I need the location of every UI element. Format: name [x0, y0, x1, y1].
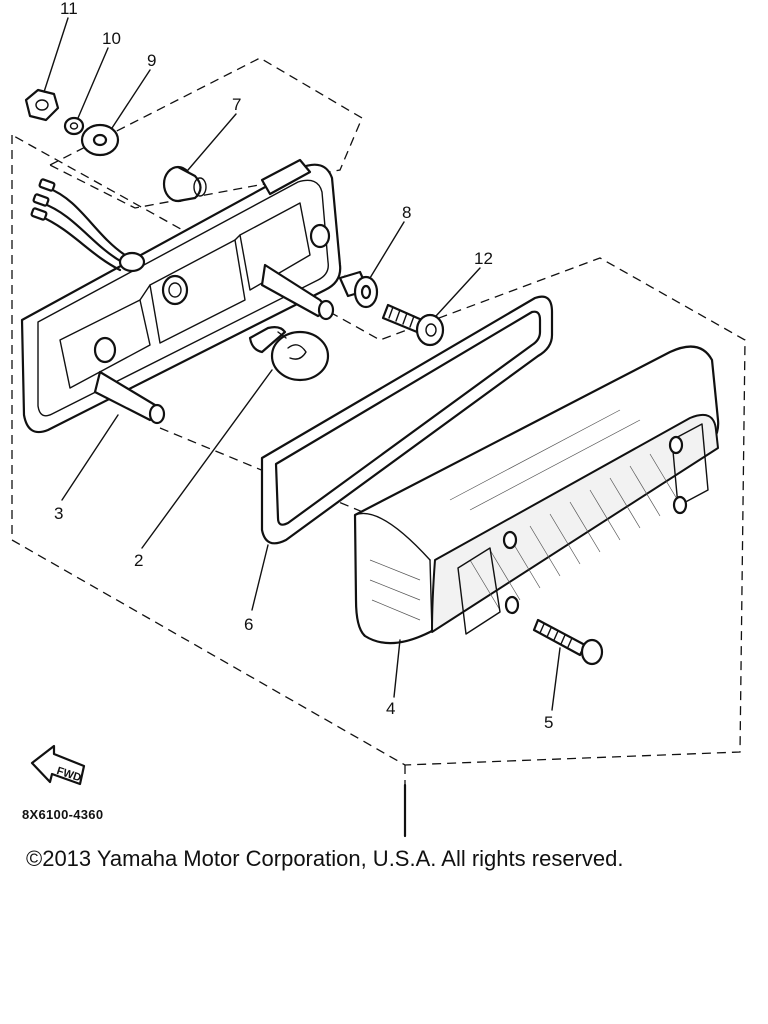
nut-part-11 [24, 88, 60, 122]
callout-4: 4 [386, 699, 395, 718]
lamp-housing-part-3 [20, 158, 342, 434]
bulb-part-2 [248, 326, 330, 382]
callout-3: 3 [54, 504, 63, 523]
part-diagram-code: 8X6100-4360 [22, 807, 104, 822]
callout-5: 5 [544, 713, 553, 732]
callout-10: 10 [102, 29, 121, 48]
callout-2: 2 [134, 551, 143, 570]
screw-part-5 [532, 618, 604, 666]
gasket-part-6 [260, 295, 554, 545]
callout-11: 11 [60, 0, 78, 18]
callout-labels: 11 10 9 7 8 12 3 2 6 4 5 [54, 0, 553, 732]
screw-part-12 [381, 303, 445, 347]
lens-part-4 [353, 345, 720, 645]
callout-9: 9 [147, 51, 156, 70]
flat-washer-part-9 [80, 123, 120, 157]
exploded-parts-diagram: 11 10 9 7 8 12 3 2 6 4 5 FWD [11, 0, 746, 838]
callout-8: 8 [402, 203, 411, 222]
lock-washer-part-10 [63, 116, 85, 136]
copyright-notice: ©2013 Yamaha Motor Corporation, U.S.A. A… [26, 846, 624, 871]
wiring-harness [30, 178, 146, 273]
callout-12: 12 [474, 249, 493, 268]
callout-7: 7 [232, 95, 241, 114]
forward-direction-arrow: FWD [30, 744, 86, 786]
callout-6: 6 [244, 615, 253, 634]
grommet-part-7 [162, 165, 207, 203]
leader-lines [43, 17, 561, 711]
collar-part-8 [338, 270, 379, 309]
